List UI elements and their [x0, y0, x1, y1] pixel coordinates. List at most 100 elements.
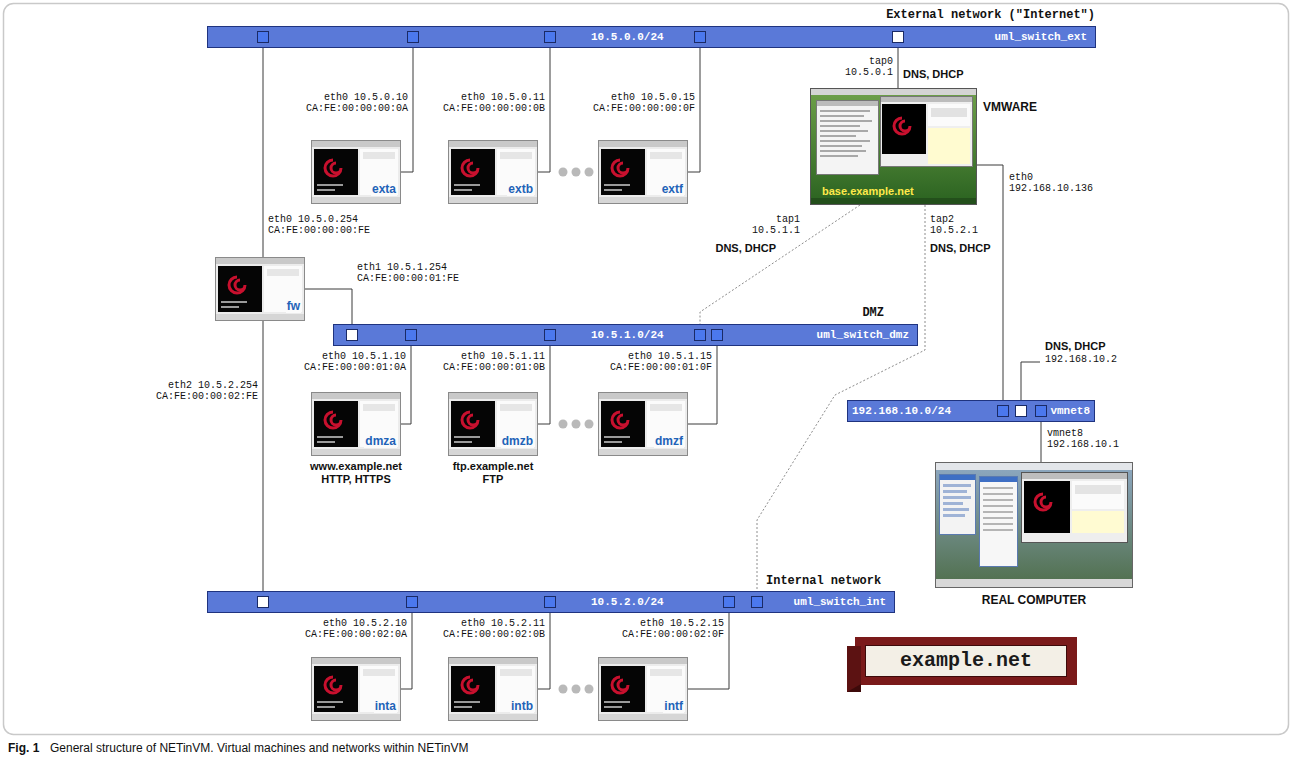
interface-label: eth0 10.5.1.11 CA:FE:00:00:01:0B	[443, 351, 545, 373]
virtual-machine: dmzawww.example.netHTTP, HTTPS	[311, 392, 401, 456]
network-link	[263, 48, 264, 257]
host-label: VMWARE	[983, 100, 1037, 114]
tap-link	[757, 205, 925, 591]
service-note: DNS, DHCP	[1045, 340, 1106, 353]
switch-port	[892, 31, 904, 43]
network-switch: DMZ10.5.1.0/24uml_switch_dmz	[333, 324, 918, 346]
interface-label: eth0 10.5.1.10 CA:FE:00:00:01:0A	[304, 351, 406, 373]
interface-label: eth0 10.5.2.15 CA:FE:00:00:02:0F	[622, 618, 724, 640]
virtual-machine: dmzf	[598, 392, 688, 456]
figure-caption: General structure of NETinVM. Virtual ma…	[50, 741, 468, 755]
ellipsis-dots	[559, 168, 594, 694]
service-note: DNS, DHCP	[715, 242, 776, 255]
tap-link	[700, 205, 860, 324]
interface-label: eth0 10.5.2.10 CA:FE:00:00:02:0A	[305, 618, 407, 640]
switch-port	[544, 329, 556, 341]
ip-address: 192.168.10.2	[1045, 354, 1117, 365]
machine-name: dmzb	[501, 435, 534, 448]
dns-dhcp-stub	[1021, 362, 1040, 400]
network-link	[263, 321, 264, 591]
machine-name: dmza	[364, 435, 397, 448]
network-switch: Internal network10.5.2.0/24uml_switch_in…	[207, 591, 895, 613]
switch-port	[1015, 405, 1027, 417]
switch-port	[694, 329, 706, 341]
service-label: HTTP, HTTPS	[321, 473, 390, 486]
computer-label: REAL COMPUTER	[935, 593, 1133, 607]
switch-port	[544, 596, 556, 608]
switch-port	[694, 31, 706, 43]
network-link	[898, 48, 899, 88]
host-name: base.example.net	[822, 185, 914, 198]
switch-port	[1035, 405, 1047, 417]
switch-label: 10.5.0.0/24	[591, 30, 664, 44]
domain-name: example.net	[865, 645, 1067, 677]
interface-label: eth1 10.5.1.254 CA:FE:00:00:01:FE	[357, 262, 459, 284]
switch-port	[257, 31, 269, 43]
network-link	[305, 289, 352, 324]
switch-port	[407, 31, 419, 43]
switch-port	[751, 596, 763, 608]
service-label: ftp.example.net	[453, 460, 534, 473]
switch-port	[723, 596, 735, 608]
machine-name: intf	[663, 700, 684, 713]
service-label: FTP	[483, 473, 504, 486]
interface-label: vmnet8 192.168.10.1	[1047, 428, 1119, 450]
virtual-machine: inta	[311, 657, 401, 721]
interface-label: eth0 10.5.1.15 CA:FE:00:00:01:0F	[610, 351, 712, 373]
network-link	[1041, 422, 1042, 462]
figure-number: Fig. 1	[8, 741, 39, 755]
switch-port	[406, 596, 418, 608]
switch-label: uml_switch_int	[794, 595, 886, 609]
network-switch: External network ("Internet")10.5.0.0/24…	[207, 26, 1096, 48]
interface-label: eth0 192.168.10.136	[1009, 172, 1093, 194]
virtual-machine: extf	[598, 140, 688, 204]
switch-port	[257, 596, 269, 608]
machine-name: inta	[374, 700, 397, 713]
service-note: DNS, DHCP	[930, 242, 991, 255]
machine-name: intb	[510, 700, 534, 713]
machine-name: exta	[371, 183, 397, 196]
real-computer-screenshot	[935, 462, 1133, 588]
interface-label: eth0 10.5.0.10 CA:FE:00:00:00:0A	[306, 92, 408, 114]
domain-banner: example.net	[845, 634, 1080, 696]
switch-label: 192.168.10.0/24	[852, 404, 951, 418]
network-heading: Internal network	[766, 574, 881, 589]
interface-label: eth0 10.5.0.11 CA:FE:00:00:00:0B	[443, 92, 545, 114]
switch-port	[711, 329, 723, 341]
machine-name: dmzf	[654, 435, 684, 448]
interface-label: tap2 10.5.2.1	[930, 214, 978, 236]
virtual-machine: fw	[215, 257, 305, 321]
switch-port	[544, 31, 556, 43]
switch-label: uml_switch_dmz	[817, 328, 909, 342]
switch-port	[405, 329, 417, 341]
virtual-machine: intf	[598, 657, 688, 721]
machine-name: fw	[286, 300, 301, 313]
switch-port	[346, 329, 358, 341]
switch-label: vmnet8	[1050, 404, 1090, 418]
interface-label: eth0 10.5.0.15 CA:FE:00:00:00:0F	[593, 92, 695, 114]
figure-border	[4, 4, 1289, 735]
virtual-machine: extb	[448, 140, 538, 204]
interface-label: eth0 10.5.2.11 CA:FE:00:00:02:0B	[443, 618, 545, 640]
virtual-machine: intb	[448, 657, 538, 721]
machine-name: extb	[507, 183, 534, 196]
interface-label: eth2 10.5.2.254 CA:FE:00:00:02:FE	[156, 380, 258, 402]
machine-name: extf	[661, 183, 684, 196]
vmware-host: base.example.netVMWARE	[810, 88, 977, 205]
virtual-machine: exta	[311, 140, 401, 204]
real-computer: REAL COMPUTER	[935, 462, 1133, 588]
switch-label: uml_switch_ext	[995, 30, 1087, 44]
interface-label: eth0 10.5.0.254 CA:FE:00:00:00:FE	[268, 214, 370, 236]
network-switch: 192.168.10.0/24 vmnet8	[847, 400, 1095, 422]
switch-label: 10.5.2.0/24	[591, 595, 664, 609]
network-link	[977, 165, 1003, 400]
switch-label: 10.5.1.0/24	[591, 328, 664, 342]
interface-label: tap1 10.5.1.1	[752, 214, 800, 236]
network-heading: DMZ	[862, 306, 884, 321]
virtual-machine: dmzbftp.example.netFTP	[448, 392, 538, 456]
network-heading: External network ("Internet")	[886, 8, 1095, 23]
service-note: DNS, DHCP	[903, 68, 964, 81]
switch-port	[997, 405, 1009, 417]
service-label: www.example.net	[310, 460, 402, 473]
